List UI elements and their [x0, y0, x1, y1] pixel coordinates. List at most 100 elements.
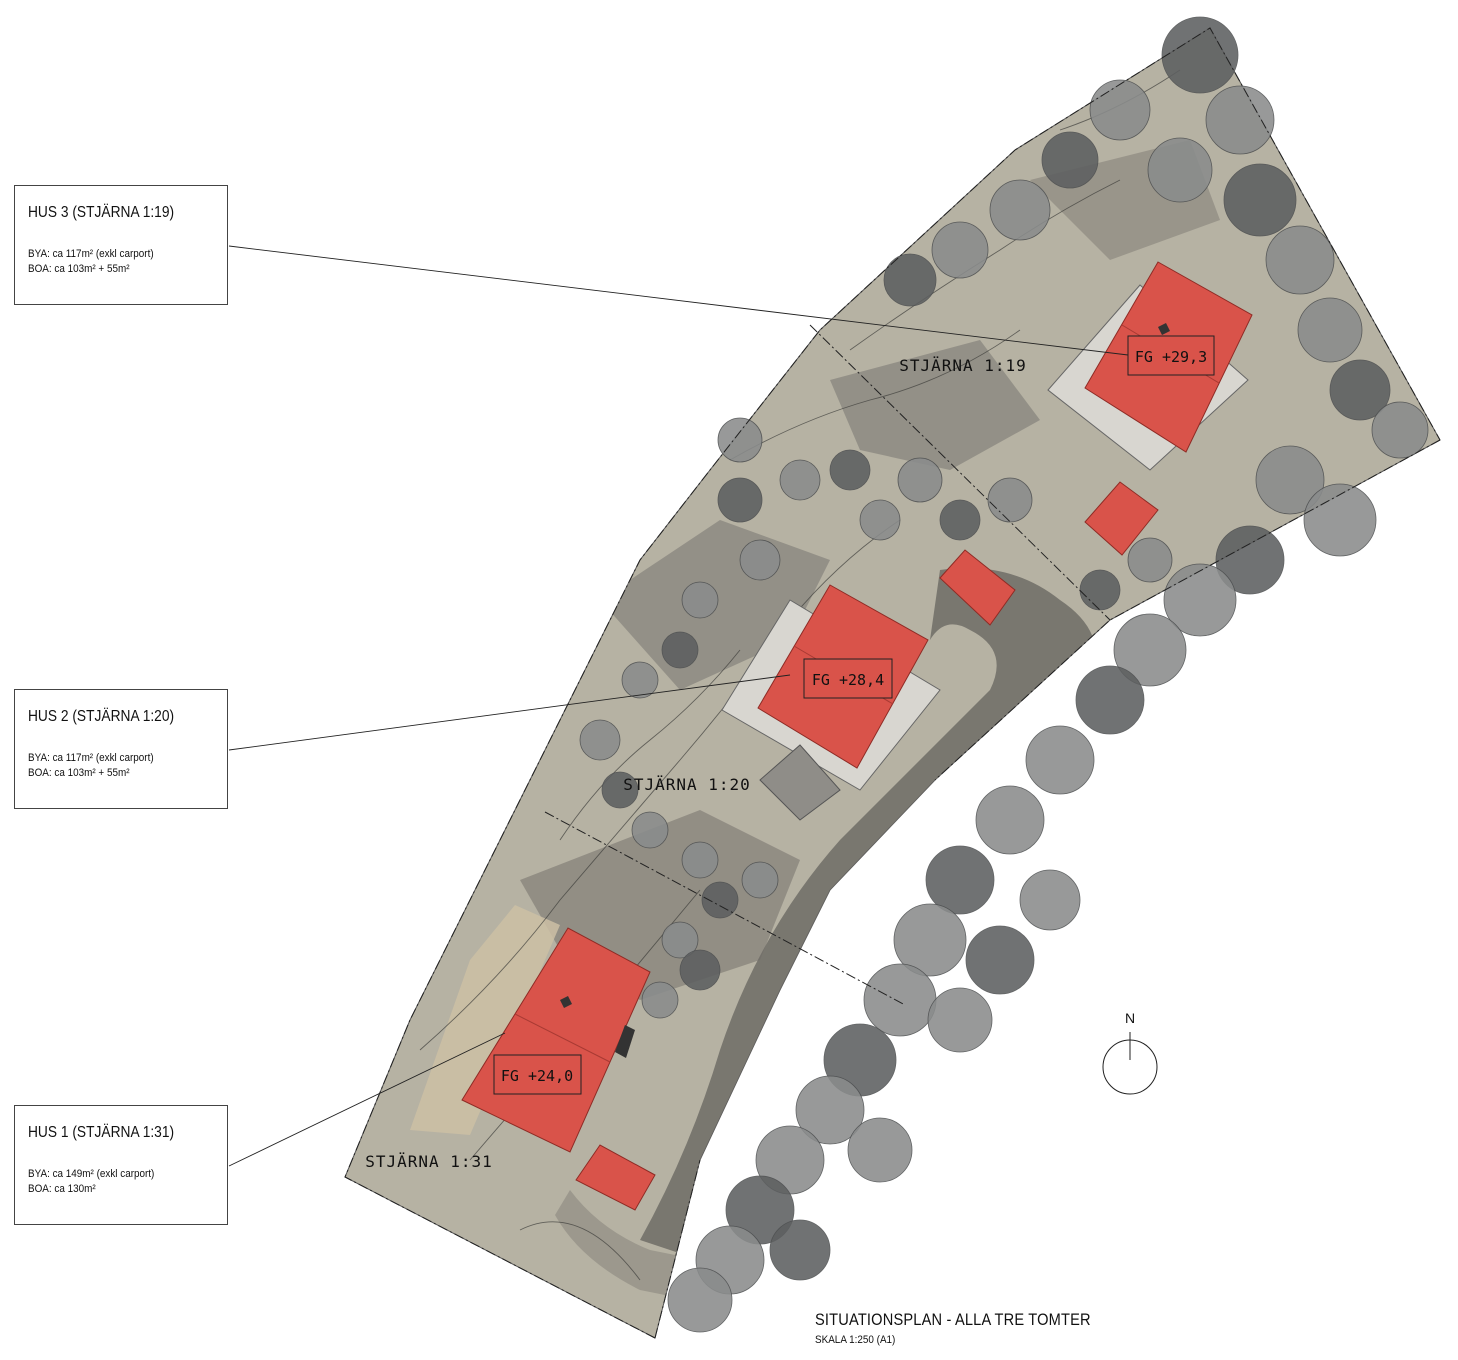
tree: [1329, 359, 1391, 421]
info-box-house-3: HUS 3 (STJÄRNA 1:19) BYA: ca 117m² (exkl…: [14, 185, 228, 305]
tree: [679, 949, 721, 991]
driveway-turn: [555, 1190, 700, 1300]
tree: [897, 457, 943, 503]
tree: [1371, 401, 1429, 459]
tree: [1265, 225, 1335, 295]
tree: [1205, 85, 1275, 155]
level-tag-box: [493, 1054, 582, 1095]
carport-house-2: [939, 549, 1016, 626]
level-tag-box: [803, 658, 893, 699]
info-box-bya: BYA: ca 149m² (exkl carport): [28, 1168, 155, 1180]
north-arrow-label: N: [1125, 1010, 1135, 1026]
drawing-scale: SKALA 1:250 (A1): [815, 1334, 896, 1346]
leader-line-house-1: [228, 1032, 506, 1167]
level-tag-house-1: FG +24,0: [493, 1054, 582, 1095]
tree: [661, 631, 699, 669]
tree: [1079, 569, 1121, 611]
tree: [579, 719, 621, 761]
deck-steps: [759, 744, 841, 821]
tree: [1223, 163, 1297, 237]
plot-label-1-31: STJÄRNA 1:31: [365, 1152, 493, 1171]
info-box-bya: BYA: ca 117m² (exkl carport): [28, 248, 154, 260]
info-box-house-2: HUS 2 (STJÄRNA 1:20) BYA: ca 117m² (exkl…: [14, 689, 228, 809]
tree: [641, 981, 679, 1019]
level-tag-text: FG +29,3: [1135, 348, 1207, 366]
leader-lines: [228, 245, 1129, 1167]
leader-line-house-3: [228, 245, 1129, 356]
tree: [965, 925, 1035, 995]
roof-ridge: [514, 1013, 611, 1063]
boundary-line: [544, 811, 906, 1006]
tree: [701, 881, 739, 919]
tree: [1215, 525, 1285, 595]
north-arrow: N: [1102, 1010, 1158, 1095]
level-tag-box: [1127, 335, 1215, 376]
tree: [717, 477, 763, 523]
tree: [717, 417, 763, 463]
tree: [939, 499, 981, 541]
level-tag-text: FG +24,0: [501, 1067, 573, 1085]
boundary-line: [654, 1159, 701, 1339]
tree: [1089, 79, 1151, 141]
tree: [741, 861, 779, 899]
level-tag-house-3: FG +29,3: [1127, 335, 1215, 376]
tree: [667, 1267, 733, 1333]
tree: [795, 1075, 865, 1145]
property-boundaries: [344, 27, 1441, 1339]
info-box-boa: BOA: ca 103m² + 55m²: [28, 263, 130, 275]
tree: [1147, 137, 1213, 203]
chimney: [1158, 323, 1170, 335]
tree: [739, 539, 781, 581]
tree: [883, 253, 937, 307]
carport-house-1: [575, 1144, 656, 1211]
tree: [1025, 725, 1095, 795]
tree: [681, 581, 719, 619]
drawing-title: SITUATIONSPLAN - ALLA TRE TOMTER: [815, 1310, 1091, 1329]
tree: [1127, 537, 1173, 583]
info-box-heading: HUS 3 (STJÄRNA 1:19): [28, 204, 175, 221]
tree: [863, 963, 937, 1037]
info-box-boa: BOA: ca 130m²: [28, 1183, 96, 1195]
tree: [925, 845, 995, 915]
tree: [779, 459, 821, 501]
house-1: [461, 927, 656, 1211]
tree: [601, 771, 639, 809]
roof-house-1: [461, 927, 651, 1153]
boundary-line: [344, 27, 1441, 1339]
patio-house-1: [410, 905, 560, 1135]
chimney: [560, 996, 572, 1008]
plot-label-1-19: STJÄRNA 1:19: [899, 356, 1027, 375]
boundary-line: [809, 324, 1111, 621]
tree: [631, 811, 669, 849]
tree: [1303, 483, 1377, 557]
tree: [975, 785, 1045, 855]
tree: [1255, 445, 1325, 515]
tree: [893, 903, 967, 977]
level-tag-text: FG +28,4: [812, 671, 884, 689]
tree: [1163, 563, 1237, 637]
drawing-title-block: SITUATIONSPLAN - ALLA TRE TOMTER SKALA 1…: [815, 1310, 1136, 1346]
tree: [989, 179, 1051, 241]
tree: [927, 987, 993, 1053]
tree: [661, 921, 699, 959]
tree: [1113, 613, 1187, 687]
tree: [621, 661, 659, 699]
tree: [829, 449, 871, 491]
info-box-house-1: HUS 1 (STJÄRNA 1:31) BYA: ca 149m² (exkl…: [14, 1105, 228, 1225]
leader-line-house-2: [228, 674, 791, 751]
carport-house-3: [1084, 481, 1159, 556]
info-box-boa: BOA: ca 103m² + 55m²: [28, 767, 130, 779]
tree: [1041, 131, 1099, 189]
tree: [1075, 665, 1145, 735]
plot-label-1-20: STJÄRNA 1:20: [623, 775, 751, 794]
terrain-shadow: [830, 340, 1040, 470]
info-box-heading: HUS 1 (STJÄRNA 1:31): [28, 1124, 175, 1141]
info-box-bya: BYA: ca 117m² (exkl carport): [28, 752, 154, 764]
tree: [681, 841, 719, 879]
tree: [847, 1117, 913, 1183]
tree: [1297, 297, 1363, 363]
tree: [769, 1219, 831, 1281]
level-tag-house-2: FG +28,4: [803, 658, 893, 699]
info-box-heading: HUS 2 (STJÄRNA 1:20): [28, 708, 175, 725]
